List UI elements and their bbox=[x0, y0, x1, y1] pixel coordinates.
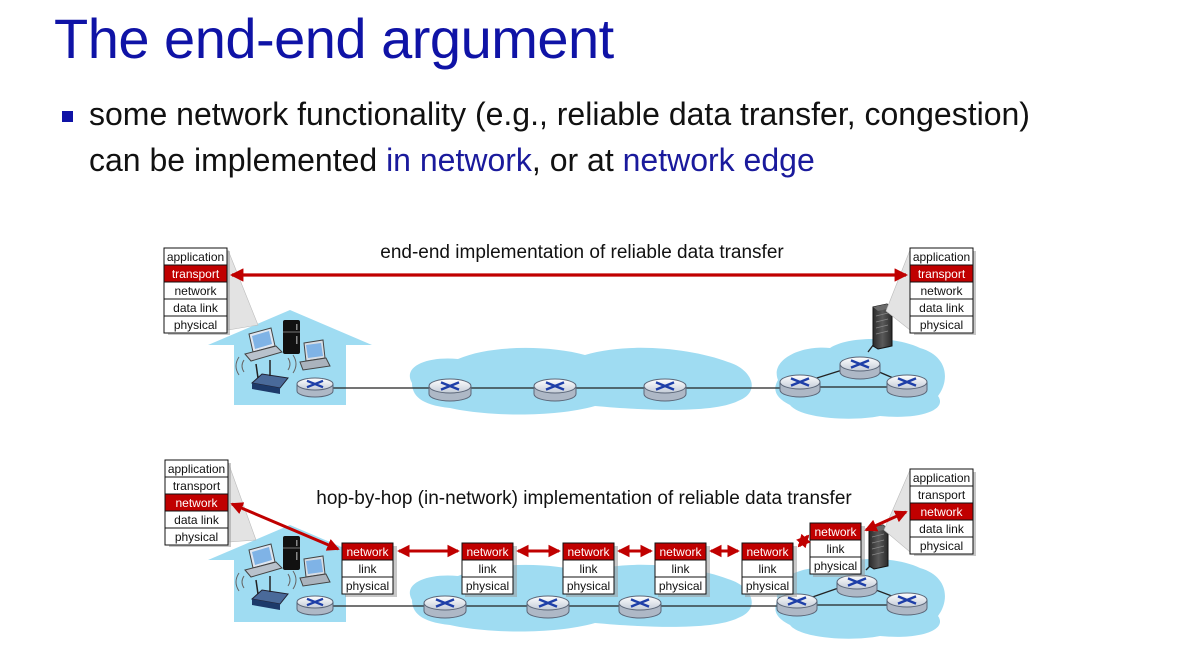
stack-layer-label: application bbox=[913, 250, 970, 264]
stack-layer-label: link bbox=[358, 562, 377, 576]
stack-layer-label: transport bbox=[918, 267, 966, 281]
stack-layer-label: network bbox=[466, 545, 509, 559]
stack-layer-label: application bbox=[168, 462, 225, 476]
server-protocol-stack-right-top: application transport network data link … bbox=[909, 247, 976, 335]
end-end-caption: end-end implementation of reliable data … bbox=[380, 242, 784, 263]
fridge-icon bbox=[283, 536, 300, 570]
stack-layer-label: physical bbox=[567, 579, 610, 593]
router-icon bbox=[296, 377, 334, 398]
router-protocol-stack: network link physical bbox=[461, 542, 517, 597]
stack-layer-label: application bbox=[913, 471, 970, 485]
wireless-waves-icon bbox=[235, 354, 297, 376]
router-protocol-stack: network link physical bbox=[809, 522, 865, 577]
desktop-computer-icon bbox=[299, 555, 331, 587]
router-icon bbox=[618, 595, 662, 619]
stack-layer-label: transport bbox=[918, 488, 966, 502]
stack-layer-label: network bbox=[567, 545, 610, 559]
router-icon bbox=[886, 374, 928, 398]
stack-layer-label: physical bbox=[175, 530, 218, 544]
stack-layer-label: network bbox=[346, 545, 389, 559]
hop-arrow bbox=[230, 502, 340, 551]
bullet-line-2: can be implemented in network, or at net… bbox=[89, 142, 815, 179]
stack-layer-label: physical bbox=[746, 579, 789, 593]
server-icon bbox=[868, 524, 889, 570]
top-scene: application transport network data link … bbox=[163, 242, 976, 419]
bullet-line-2-middle: , or at bbox=[531, 142, 623, 178]
router-protocol-stack: network link physical bbox=[562, 542, 618, 597]
stack-layer-label: physical bbox=[920, 318, 963, 332]
router-icon bbox=[836, 574, 878, 598]
router-protocol-stack: network link physical bbox=[741, 542, 797, 597]
hop-arrow bbox=[796, 533, 811, 549]
wifi-router-icon bbox=[250, 360, 289, 394]
stack-layer-label: link bbox=[826, 542, 845, 556]
stack-layer-label: network bbox=[920, 505, 963, 519]
stack-layer-label: network bbox=[175, 496, 218, 510]
stack-layer-label: network bbox=[814, 525, 857, 539]
stack-layer-label: transport bbox=[173, 479, 221, 493]
router-icon bbox=[423, 595, 467, 619]
stack-layer-label: data link bbox=[919, 301, 965, 315]
stack-layer-label: physical bbox=[814, 559, 857, 573]
router-icon bbox=[296, 595, 334, 616]
stack-layer-label: physical bbox=[659, 579, 702, 593]
datacenter-cloud bbox=[775, 559, 945, 639]
fridge-icon bbox=[283, 320, 300, 354]
stack-layer-label: link bbox=[671, 562, 690, 576]
network-edge-phrase: network edge bbox=[622, 142, 815, 178]
hop-arrow bbox=[864, 510, 908, 532]
stack-layer-label: network bbox=[174, 284, 217, 298]
router-protocol-stack: network link physical bbox=[654, 542, 710, 597]
hop-by-hop-caption: hop-by-hop (in-network) implementation o… bbox=[316, 488, 852, 509]
router-icon bbox=[886, 592, 928, 616]
server-protocol-stack-right-bottom: application transport network data link … bbox=[909, 468, 976, 556]
router-icon bbox=[779, 374, 821, 398]
desktop-computer-icon bbox=[299, 339, 331, 371]
bullet-square-icon bbox=[62, 111, 73, 122]
stack-layer-label: physical bbox=[920, 539, 963, 553]
laptop-icon bbox=[244, 327, 283, 362]
stack-layer-label: transport bbox=[172, 267, 220, 281]
stack-layer-label: data link bbox=[173, 301, 219, 315]
router-icon bbox=[526, 595, 570, 619]
stack-layer-label: physical bbox=[174, 318, 217, 332]
slide-title: The end-end argument bbox=[54, 7, 614, 70]
stack-layer-label: data link bbox=[919, 522, 965, 536]
stack-layer-label: physical bbox=[466, 579, 509, 593]
in-network-phrase: in network bbox=[386, 142, 532, 178]
bottom-scene: application transport network data link … bbox=[164, 459, 976, 639]
stack-layer-label: link bbox=[478, 562, 497, 576]
host-protocol-stack-left-top: application transport network data link … bbox=[163, 247, 230, 335]
host-protocol-stack-left-bottom: application transport network data link … bbox=[164, 459, 231, 547]
stack-layer-label: network bbox=[659, 545, 702, 559]
router-icon bbox=[839, 356, 881, 380]
stack-layer-label: link bbox=[579, 562, 598, 576]
stack-layer-label: link bbox=[758, 562, 777, 576]
wifi-router-icon bbox=[250, 576, 289, 610]
bullet-line-1: some network functionality (e.g., reliab… bbox=[89, 96, 1030, 132]
bullet-line-2-prefix: can be implemented bbox=[89, 142, 387, 178]
wireless-waves-icon bbox=[235, 570, 297, 592]
stack-layer-label: network bbox=[920, 284, 963, 298]
stack-layer-label: network bbox=[746, 545, 789, 559]
router-icon bbox=[533, 378, 577, 402]
router-icon bbox=[643, 378, 687, 402]
stack-layer-label: application bbox=[167, 250, 224, 264]
server-icon bbox=[872, 303, 893, 350]
stack-layer-label: data link bbox=[174, 513, 220, 527]
stack-layer-label: physical bbox=[346, 579, 389, 593]
router-protocol-stack: network link physical bbox=[341, 542, 397, 597]
router-icon bbox=[428, 378, 472, 402]
router-icon bbox=[776, 593, 818, 617]
